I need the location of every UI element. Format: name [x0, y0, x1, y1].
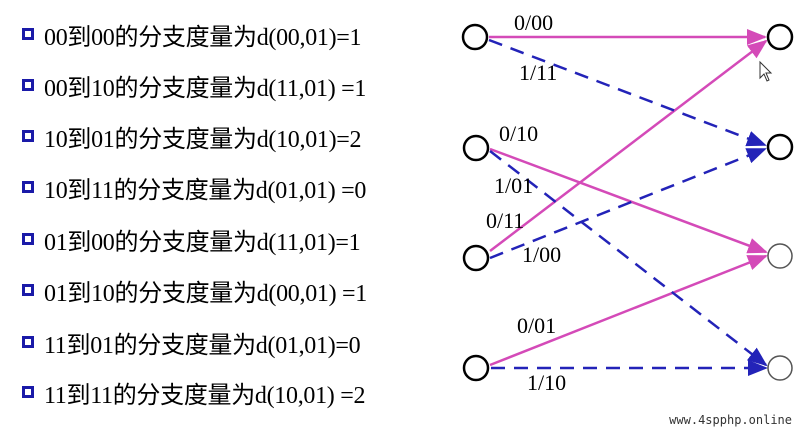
branch-metric-text: 11到11的分支度量为d(10,01) =2	[44, 382, 366, 409]
edge-label: 1/01	[494, 173, 533, 198]
edge-10-to-00	[489, 39, 768, 252]
state-node-left-10	[462, 244, 490, 272]
list-item: 00到10的分支度量为d(11,01) =1	[22, 65, 366, 105]
edge-label: 0/10	[499, 121, 538, 146]
branch-metric-text: 00到00的分支度量为d(00,01)=1	[44, 24, 362, 51]
square-bullet-icon	[22, 336, 34, 348]
edge-label: 0/11	[486, 208, 524, 233]
list-item: 10到01的分支度量为d(10,01)=2	[22, 116, 362, 156]
list-item: 10到11的分支度量为d(01,01) =0	[22, 167, 366, 207]
branch-metric-text: 01到00的分支度量为d(11,01)=1	[44, 229, 361, 256]
square-bullet-icon	[22, 181, 34, 193]
square-bullet-icon	[22, 233, 34, 245]
branch-metric-text: 11到01的分支度量为d(01,01)=0	[44, 332, 361, 359]
state-node-right-10	[767, 243, 793, 269]
list-item: 11到01的分支度量为d(01,01)=0	[22, 322, 361, 362]
square-bullet-icon	[22, 386, 34, 398]
state-node-right-00	[766, 23, 794, 51]
list-item: 01到10的分支度量为d(00,01) =1	[22, 270, 367, 310]
square-bullet-icon	[22, 284, 34, 296]
mouse-cursor-icon	[759, 60, 773, 82]
branch-metric-text: 10到01的分支度量为d(10,01)=2	[44, 126, 362, 153]
branch-metric-text: 00到10的分支度量为d(11,01) =1	[44, 75, 367, 102]
edge-label: 0/01	[517, 313, 556, 338]
edge-label: 1/10	[527, 370, 566, 395]
edge-label: 0/00	[514, 10, 553, 35]
list-item: 11到11的分支度量为d(10,01) =2	[22, 372, 365, 412]
edge-11-to-10	[489, 254, 768, 367]
edge-00-to-01	[488, 38, 767, 147]
state-node-left-01	[462, 134, 490, 162]
square-bullet-icon	[22, 130, 34, 142]
branch-metric-list: 00到00的分支度量为d(00,01)=1 00到10的分支度量为d(11,01…	[22, 14, 367, 412]
state-node-left-11	[462, 354, 490, 382]
edge-label: 1/00	[522, 242, 561, 267]
square-bullet-icon	[22, 28, 34, 40]
state-node-right-11	[767, 355, 793, 381]
edge-01-to-10	[489, 147, 768, 254]
list-item: 01到00的分支度量为d(11,01)=1	[22, 219, 361, 259]
square-bullet-icon	[22, 79, 34, 91]
state-node-right-01	[766, 133, 794, 161]
edge-10-to-01	[489, 147, 767, 260]
edge-01-to-11	[489, 150, 768, 367]
branch-metric-text: 10到11的分支度量为d(01,01) =0	[44, 177, 367, 204]
list-item: 00到00的分支度量为d(00,01)=1	[22, 14, 362, 54]
edge-label: 1/11	[519, 60, 557, 85]
state-node-left-00	[461, 23, 489, 51]
watermark: www.4spphp.online	[669, 413, 792, 427]
branch-metric-text: 01到10的分支度量为d(00,01) =1	[44, 280, 367, 307]
